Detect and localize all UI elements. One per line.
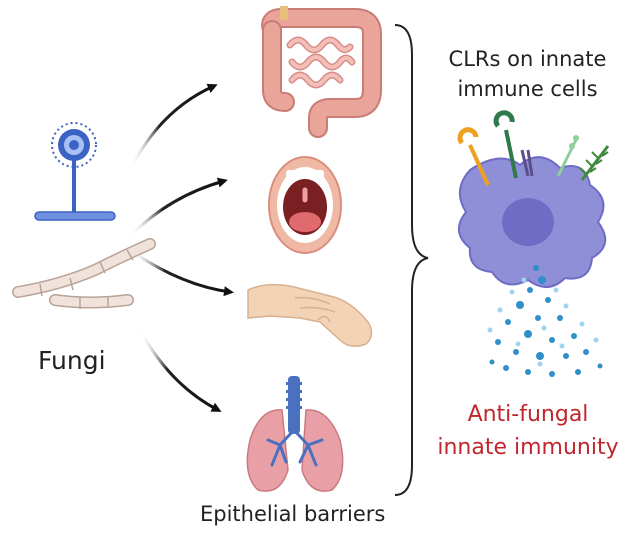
arrow-to-lung [138, 329, 222, 412]
mouth-icon [268, 156, 342, 254]
hypha-icon [12, 238, 156, 309]
hand-skin-icon [247, 283, 373, 347]
lungs-icon [246, 376, 344, 492]
cytokine-dots [489, 265, 603, 377]
immunity-label-line1: Anti-fungal [467, 402, 589, 427]
arrow-to-skin [129, 248, 234, 297]
immune-cell-icon [457, 110, 610, 288]
immunity-label: Anti-fungal innate immunity [418, 398, 638, 464]
aspergillus-icon [34, 122, 116, 221]
arrows [128, 83, 234, 412]
intestine-icon [261, 6, 382, 138]
arrow-to-gut [128, 83, 218, 171]
fungi-label: Fungi [38, 346, 106, 375]
arrow-to-mouth [128, 177, 228, 238]
clr-label-line2: immune cells [457, 77, 598, 101]
clr-label: CLRs on innate immune cells [425, 44, 630, 104]
clr-label-line1: CLRs on innate [448, 47, 607, 71]
epithelial-barriers-label: Epithelial barriers [200, 502, 386, 526]
clr-receptors [457, 110, 610, 186]
grouping-brace [394, 24, 429, 496]
immunity-label-line2: innate immunity [437, 435, 619, 460]
